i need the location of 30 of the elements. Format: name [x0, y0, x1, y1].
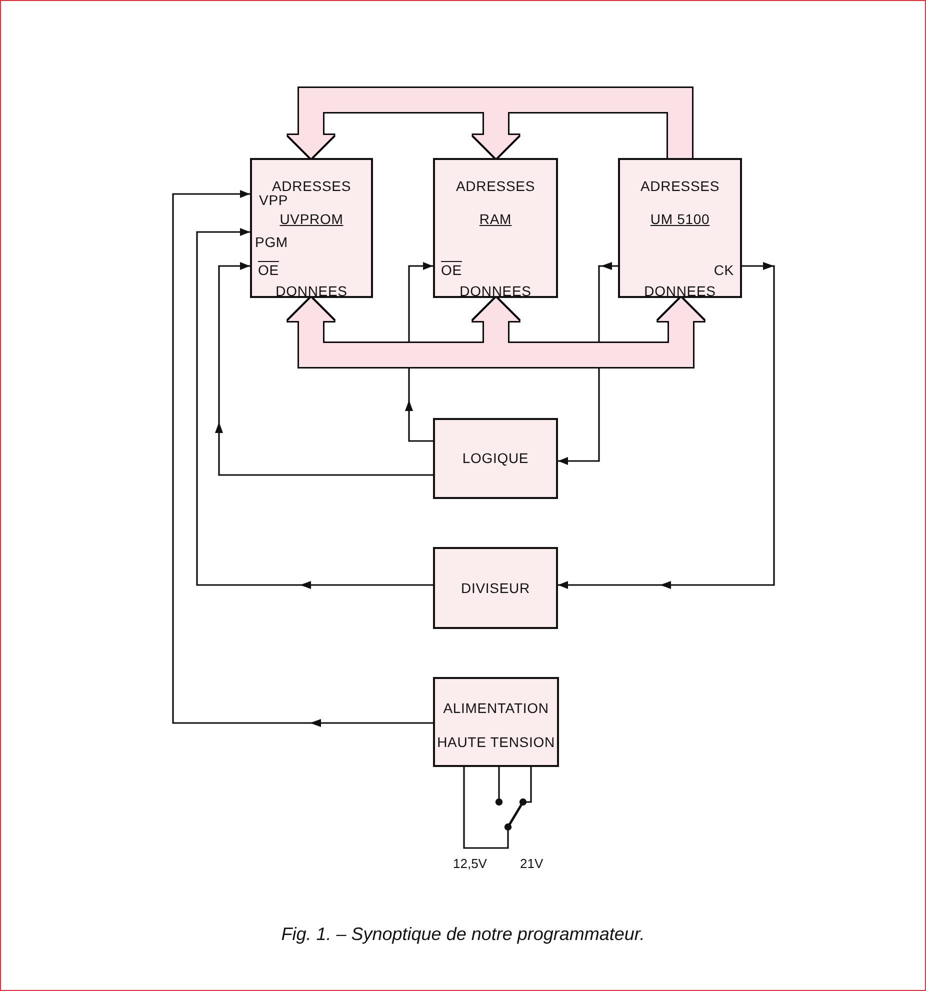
arrow	[215, 262, 433, 476]
chip-name: UVPROM	[280, 210, 344, 229]
voltage-label: 12,5V	[453, 855, 487, 873]
port-label: DONNEES	[460, 282, 532, 301]
block-box	[618, 158, 742, 298]
block-label: LOGIQUE	[462, 449, 529, 468]
arrow	[196, 228, 433, 589]
pin-label: OE	[258, 261, 279, 280]
port-label: DONNEES	[644, 282, 716, 301]
port-label: ADRESSES	[640, 177, 720, 196]
pin-label: OE	[441, 261, 462, 280]
port-label: ADRESSES	[456, 177, 536, 196]
chip-name: RAM	[479, 210, 512, 229]
block-box	[433, 547, 558, 629]
block-label: DIVISEUR	[461, 578, 530, 598]
pin-label: CK	[714, 261, 734, 280]
figure-caption: Fig. 1. – Synoptique de notre programmateur.	[281, 923, 645, 946]
port-label: DONNEES	[276, 282, 348, 301]
block-label: ALIMENTATION HAUTE TENSION	[437, 699, 555, 752]
voltage-label: 21V	[520, 855, 544, 873]
arrow	[405, 262, 433, 442]
arrow	[558, 262, 618, 465]
pin-label: PGM	[255, 233, 288, 252]
block-box	[433, 418, 558, 499]
arrow	[172, 190, 433, 727]
block-box	[433, 677, 559, 767]
block-box	[250, 158, 373, 298]
block-box	[433, 158, 558, 298]
arrow	[558, 262, 775, 589]
chip-name: UM 5100	[650, 210, 710, 229]
